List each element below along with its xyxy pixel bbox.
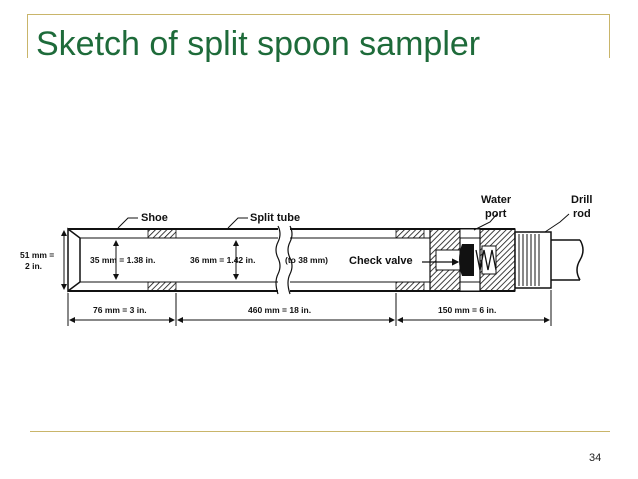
label-check-valve: Check valve xyxy=(349,255,413,267)
label-tube-inner-diameter-alt: (to 38 mm) xyxy=(285,255,328,265)
label-outer-diameter-mm: 51 mm = xyxy=(20,250,54,260)
page-number: 34 xyxy=(589,452,602,464)
slide-frame-right xyxy=(609,14,610,58)
label-length-head: 150 mm = 6 in. xyxy=(438,305,496,315)
label-rod: rod xyxy=(573,208,591,220)
label-shoe-inner-diameter: 35 mm = 1.38 in. xyxy=(90,255,155,265)
label-outer-diameter-in: 2 in. xyxy=(25,261,42,271)
break-symbol xyxy=(275,225,293,295)
label-drill: Drill xyxy=(571,194,592,206)
slide-frame-top xyxy=(27,14,610,15)
label-length-shoe: 76 mm = 3 in. xyxy=(93,305,147,315)
label-shoe: Shoe xyxy=(141,212,168,224)
leader-lines xyxy=(117,213,570,266)
check-valve-ball xyxy=(459,244,474,276)
drill-rod-coupling xyxy=(514,231,552,289)
head-thread xyxy=(395,228,425,292)
slide-frame-left xyxy=(27,14,28,58)
label-split-tube: Split tube xyxy=(250,212,300,224)
slide-frame-bottom xyxy=(30,431,610,432)
label-length-tube: 460 mm = 18 in. xyxy=(248,305,311,315)
shoe-thread xyxy=(147,228,177,292)
dimension-lines xyxy=(61,230,552,326)
slide-title: Sketch of split spoon sampler xyxy=(36,25,481,63)
label-tube-inner-diameter: 36 mm = 1.42 in. xyxy=(190,255,255,265)
drill-rod xyxy=(551,239,584,281)
valve-spring xyxy=(475,249,497,271)
label-water: Water xyxy=(481,194,512,206)
label-port: port xyxy=(485,208,507,220)
